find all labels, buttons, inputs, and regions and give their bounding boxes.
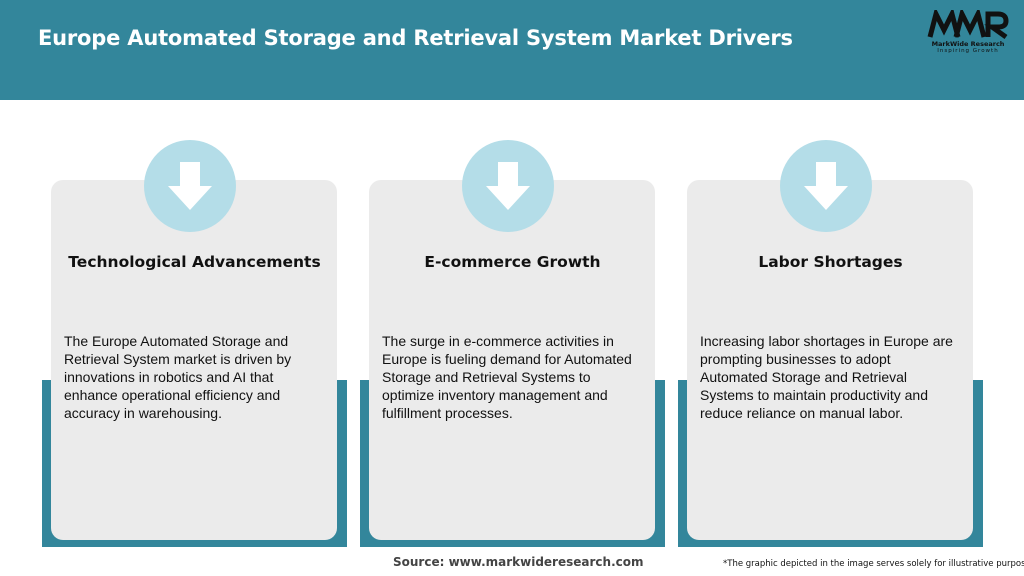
down-arrow-icon (144, 140, 236, 232)
card-title: Technological Advancements (68, 253, 321, 271)
card-description: The surge in e-commerce activities in Eu… (382, 333, 632, 421)
driver-card: Technological Advancements The Europe Au… (42, 140, 347, 548)
disclaimer-note: *The graphic depicted in the image serve… (723, 559, 1024, 569)
card-title: Labor Shortages (758, 253, 903, 271)
card-title: E-commerce Growth (424, 253, 601, 271)
driver-card: E-commerce Growth The surge in e-commerc… (360, 140, 665, 548)
card-panel (51, 180, 337, 540)
logo: MarkWide Research Inspiring Growth (922, 10, 1014, 62)
card-panel (687, 180, 973, 540)
source-link[interactable]: Source: www.markwideresearch.com (393, 555, 644, 569)
page-title: Europe Automated Storage and Retrieval S… (38, 26, 793, 50)
down-arrow-icon (462, 140, 554, 232)
card-description: Increasing labor shortages in Europe are… (700, 333, 953, 421)
logo-tagline: Inspiring Growth (937, 48, 999, 54)
mwr-logo-icon (927, 10, 1009, 40)
driver-card: Labor Shortages Increasing labor shortag… (678, 140, 983, 548)
logo-name: MarkWide Research (931, 40, 1005, 48)
header-banner: Europe Automated Storage and Retrieval S… (0, 0, 1024, 100)
down-arrow-icon (780, 140, 872, 232)
card-panel (369, 180, 655, 540)
card-description: The Europe Automated Storage and Retriev… (64, 333, 292, 421)
